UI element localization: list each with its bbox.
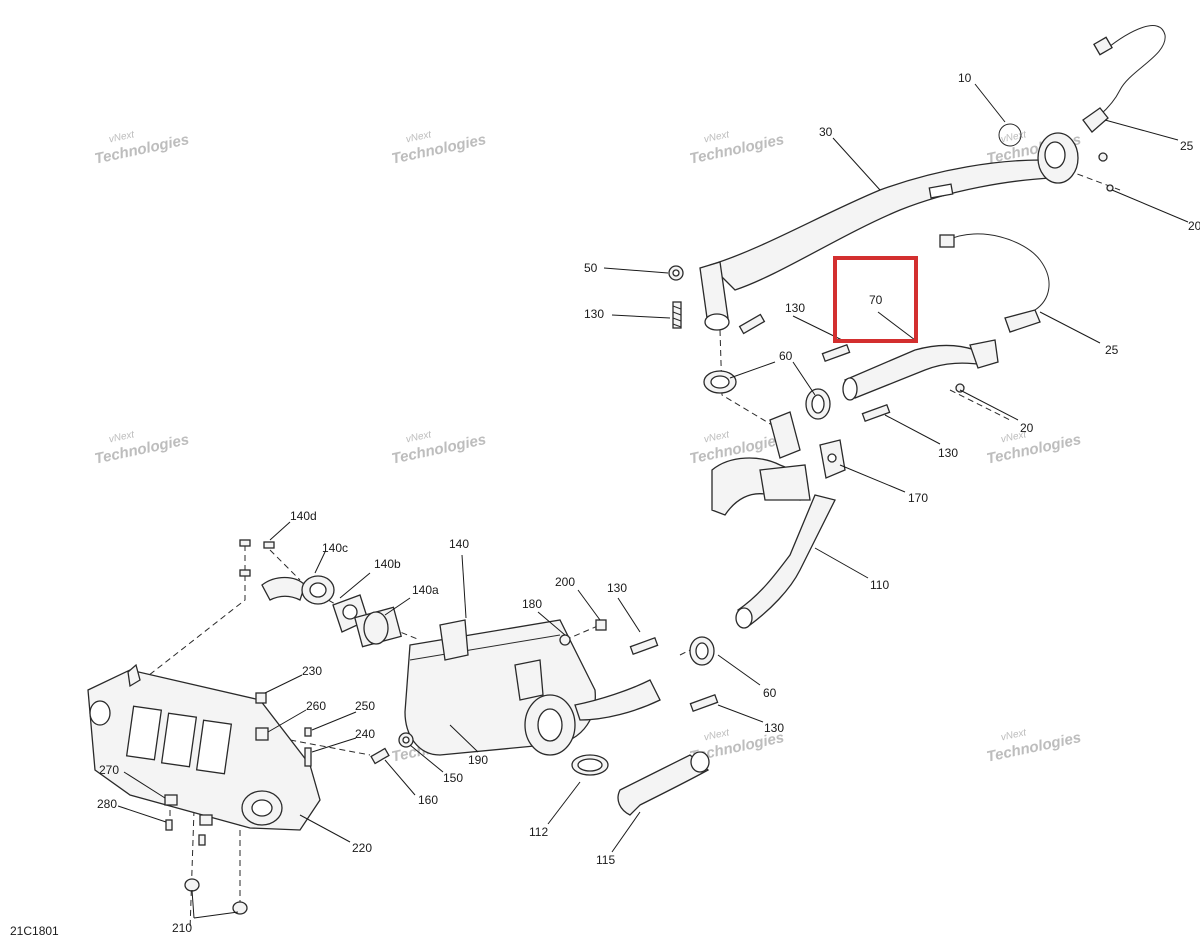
watermark-line1: vNext [108, 429, 136, 445]
callout-170[interactable]: 170 [908, 491, 928, 505]
bolt [263, 541, 275, 549]
watermark-line1: vNext [703, 429, 731, 445]
muffler [404, 619, 661, 756]
bolt [239, 539, 251, 547]
screw [198, 834, 206, 846]
callout-130-d[interactable]: 130 [607, 581, 627, 595]
watermark: vNext Technologies [390, 429, 488, 468]
callout-30[interactable]: 30 [819, 125, 833, 139]
callout-140a[interactable]: 140a [412, 583, 439, 597]
callout-140d[interactable]: 140d [290, 509, 317, 523]
nut [595, 619, 607, 631]
pipe-connector-upper [668, 261, 730, 331]
spring [738, 313, 766, 335]
callout-160[interactable]: 160 [418, 793, 438, 807]
gasket-ring [998, 123, 1022, 147]
spring [629, 636, 659, 656]
callout-200[interactable]: 200 [555, 575, 575, 589]
springs [629, 301, 891, 713]
drawing-id-label: 21C1801 [10, 924, 59, 938]
grommet [184, 878, 200, 892]
callout-140[interactable]: 140 [449, 537, 469, 551]
watermark-line1: vNext [405, 429, 433, 445]
callout-140b[interactable]: 140b [374, 557, 401, 571]
watermark-line1: vNext [1000, 727, 1028, 743]
y-pipe-assembly [711, 411, 846, 516]
watermark-group: vNext Technologies vNext Technologies vN… [93, 129, 1083, 766]
bolt [304, 727, 312, 737]
callout-labels: 10 25 20 25 20 30 50 130 130 60 70 130 1… [97, 71, 1200, 935]
washer [559, 634, 571, 646]
leader-lines [117, 83, 1189, 919]
watermark: vNext Technologies [93, 429, 191, 468]
spacer [255, 727, 269, 741]
callout-280[interactable]: 280 [97, 797, 117, 811]
callout-115[interactable]: 115 [596, 853, 615, 867]
watermark-line1: vNext [405, 129, 433, 145]
callout-240[interactable]: 240 [355, 727, 375, 741]
callout-25-upper[interactable]: 25 [1180, 139, 1194, 153]
watermark-line1: vNext [703, 727, 731, 743]
header-pipe [708, 123, 1114, 291]
callout-110[interactable]: 110 [870, 578, 889, 592]
spring [861, 403, 891, 423]
nut [255, 692, 267, 704]
callout-130-c[interactable]: 130 [938, 446, 958, 460]
watermark-line1: vNext [108, 129, 136, 145]
watermark: vNext Technologies [93, 129, 191, 168]
silencer-cover [87, 663, 321, 831]
exhaust-pipe-70 [842, 339, 999, 401]
highlight-box-part-70 [833, 256, 918, 343]
cover-mount-parts [164, 692, 312, 915]
callout-130-b[interactable]: 130 [785, 301, 805, 315]
callout-230[interactable]: 230 [302, 664, 322, 678]
watermark: vNext Technologies [985, 727, 1083, 766]
callout-60-b[interactable]: 60 [763, 686, 777, 700]
callout-60-a[interactable]: 60 [779, 349, 793, 363]
screw [165, 819, 173, 831]
callout-220[interactable]: 220 [352, 841, 372, 855]
callout-270[interactable]: 270 [99, 763, 119, 777]
watermark: vNext Technologies [688, 129, 786, 168]
heat-shield-mount-parts [239, 539, 402, 648]
callout-130-e[interactable]: 130 [764, 721, 784, 735]
callout-250[interactable]: 250 [355, 699, 375, 713]
callout-190[interactable]: 190 [468, 753, 488, 767]
bolt [239, 569, 251, 577]
clamp-and-tailpipe [571, 751, 710, 816]
callout-180[interactable]: 180 [522, 597, 542, 611]
grommet [232, 901, 248, 915]
callout-20-lower[interactable]: 20 [1020, 421, 1034, 435]
callout-25-lower[interactable]: 25 [1105, 343, 1119, 357]
bolt [370, 747, 390, 765]
callout-130-a[interactable]: 130 [584, 307, 604, 321]
callout-140c[interactable]: 140c [322, 541, 348, 555]
clip [164, 794, 178, 806]
bolt [304, 747, 312, 767]
callout-50[interactable]: 50 [584, 261, 598, 275]
callout-20-upper[interactable]: 20 [1188, 219, 1200, 233]
callout-10[interactable]: 10 [958, 71, 972, 85]
spring [689, 693, 719, 713]
callout-260[interactable]: 260 [306, 699, 326, 713]
spring [821, 343, 851, 363]
gaskets [689, 370, 831, 666]
exhaust-pipe-110 [735, 494, 836, 629]
callout-150[interactable]: 150 [443, 771, 463, 785]
watermark: vNext Technologies [390, 129, 488, 168]
watermark-line1: vNext [1000, 429, 1028, 445]
clip [199, 814, 213, 826]
callout-112[interactable]: 112 [529, 825, 548, 839]
oxygen-sensor-upper [1082, 25, 1166, 133]
oxygen-sensor-lower [939, 233, 1050, 393]
callout-70[interactable]: 70 [869, 293, 883, 307]
callout-210[interactable]: 210 [172, 921, 192, 935]
watermark-line1: vNext [703, 129, 731, 145]
